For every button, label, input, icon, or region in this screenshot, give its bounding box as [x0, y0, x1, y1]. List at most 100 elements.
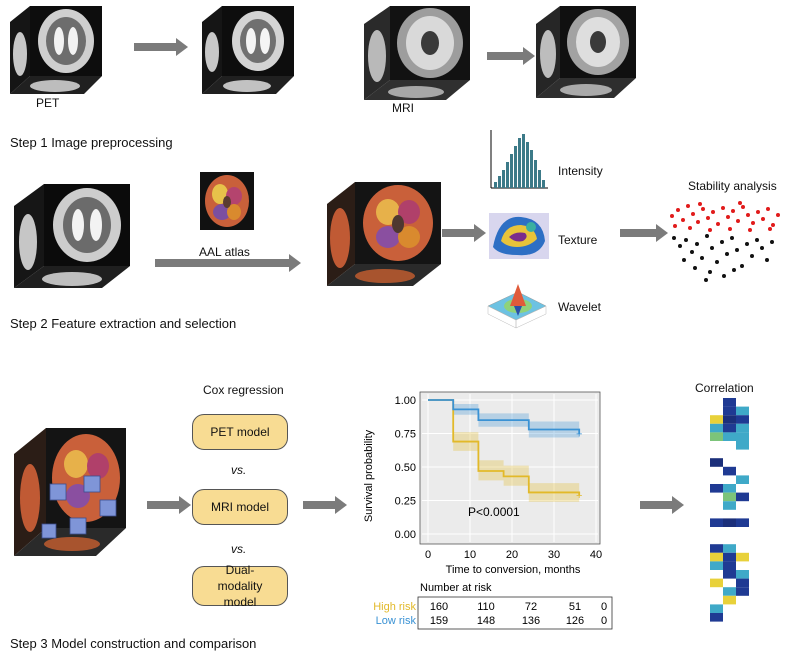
arrow-stability — [620, 224, 668, 242]
km-pvalue: P<0.0001 — [468, 505, 520, 519]
heatmap-cell — [736, 406, 749, 416]
heatmap-cell — [723, 466, 736, 476]
mri-model-box: MRI model — [192, 489, 288, 525]
heatmap-cell — [710, 458, 723, 467]
vs-label-1: vs. — [231, 463, 247, 477]
risk-row-label: Low risk — [376, 615, 417, 627]
step3-title: Step 3 Model construction and comparison — [10, 636, 257, 651]
risk-row-label: High risk — [373, 601, 416, 613]
km-survival-line — [428, 399, 581, 496]
heatmap-cell — [723, 595, 736, 605]
step2-title: Step 2 Feature extraction and selection — [10, 316, 237, 331]
aal-atlas-label: AAL atlas — [199, 245, 250, 259]
arrow-to-correlation — [640, 496, 684, 514]
km-xtick-label: 40 — [590, 549, 602, 561]
pet-processed-cube — [202, 6, 294, 94]
wavelet-icon — [487, 284, 547, 329]
heatmap-cell — [736, 587, 749, 596]
heatmap-cell — [723, 544, 736, 553]
km-ytick-label: 1.00 — [395, 395, 416, 407]
heatmap-cell — [723, 406, 736, 416]
stability-label: Stability analysis — [688, 179, 777, 193]
aal-atlas-image — [200, 172, 254, 230]
heatmap-cell — [723, 518, 736, 527]
risk-count: 136 — [522, 615, 540, 627]
stability-scatter-plot — [670, 201, 780, 282]
segmented-brain-cube — [327, 182, 441, 286]
heatmap-cell — [723, 552, 736, 562]
km-xtick-label: 30 — [548, 549, 560, 561]
km-ytick-label: 0.25 — [395, 496, 416, 508]
stable-feature-points — [670, 201, 780, 232]
heatmap-cell — [736, 475, 749, 484]
heatmap-cell — [723, 501, 736, 510]
heatmap-cell — [710, 415, 723, 424]
heatmap-cell — [723, 492, 736, 502]
risk-count: 160 — [430, 601, 448, 613]
cox-regression-label: Cox regression — [203, 383, 284, 397]
heatmap-cell — [723, 570, 736, 579]
heatmap-cell — [723, 398, 736, 407]
heatmap-cell — [723, 484, 736, 493]
heatmap-cell — [710, 552, 723, 562]
heatmap-cell — [710, 484, 723, 493]
vs-label-2: vs. — [231, 542, 247, 556]
risk-count: 126 — [566, 615, 584, 627]
risk-count: 0 — [601, 601, 607, 613]
km-ytick-label: 0.75 — [395, 429, 416, 441]
heatmap-cell — [723, 415, 736, 424]
arrow-atlas — [155, 254, 301, 272]
heatmap-cell — [710, 561, 723, 570]
heatmap-cell — [710, 613, 723, 622]
pet-model-box: PET model — [192, 414, 288, 450]
step1-title: Step 1 Image preprocessing — [10, 135, 173, 150]
mri-model-label: MRI model — [210, 500, 269, 514]
km-ytick-label: 0.50 — [395, 462, 416, 474]
heatmap-cell — [736, 518, 749, 527]
heatmap-cell — [723, 587, 736, 596]
heatmap-cell — [710, 518, 723, 527]
mri-label: MRI — [392, 101, 414, 115]
km-survival-line — [428, 399, 581, 434]
correlation-heatmap — [710, 398, 749, 622]
pet-label: PET — [36, 96, 60, 110]
heatmap-cell — [736, 552, 749, 562]
arrow-mri-preprocess — [487, 47, 535, 65]
arrow-pet-preprocess — [134, 38, 188, 56]
heatmap-cell — [736, 492, 749, 502]
mri-raw-cube — [364, 6, 470, 100]
heatmap-cell — [723, 561, 736, 570]
dual-modality-model-box: Dual-modality model — [192, 563, 288, 609]
heatmap-cell — [736, 432, 749, 441]
risk-count: 51 — [569, 601, 581, 613]
km-xtick-label: 10 — [464, 549, 476, 561]
risk-table-title: Number at risk — [420, 582, 492, 594]
arrow-features — [442, 224, 486, 242]
heatmap-cell — [736, 570, 749, 579]
risk-count: 0 — [601, 615, 607, 627]
km-ylabel: Survival probability — [363, 429, 375, 522]
km-xlabel: Time to conversion, months — [446, 564, 581, 576]
arrow-to-models — [147, 496, 191, 514]
km-ytick-label: 0.00 — [395, 529, 416, 541]
heatmap-cell — [710, 423, 723, 433]
unstable-feature-points — [672, 234, 774, 282]
heatmap-cell — [736, 423, 749, 433]
heatmap-cell — [736, 415, 749, 424]
risk-count: 110 — [477, 601, 495, 613]
heatmap-cell — [710, 578, 723, 588]
heatmap-cell — [723, 423, 736, 433]
arrow-to-km — [303, 496, 347, 514]
km-censor-mark: + — [576, 490, 582, 502]
pet-model-label: PET model — [210, 425, 270, 439]
km-censor-mark: + — [576, 429, 582, 441]
intensity-label: Intensity — [558, 164, 603, 178]
km-ci-band — [428, 400, 580, 505]
heatmap-cell — [736, 441, 749, 450]
intensity-histogram-icon — [490, 130, 548, 189]
texture-icon — [489, 213, 549, 259]
correlation-label: Correlation — [695, 381, 754, 395]
heatmap-cell — [710, 604, 723, 613]
heatmap-cell — [736, 578, 749, 588]
